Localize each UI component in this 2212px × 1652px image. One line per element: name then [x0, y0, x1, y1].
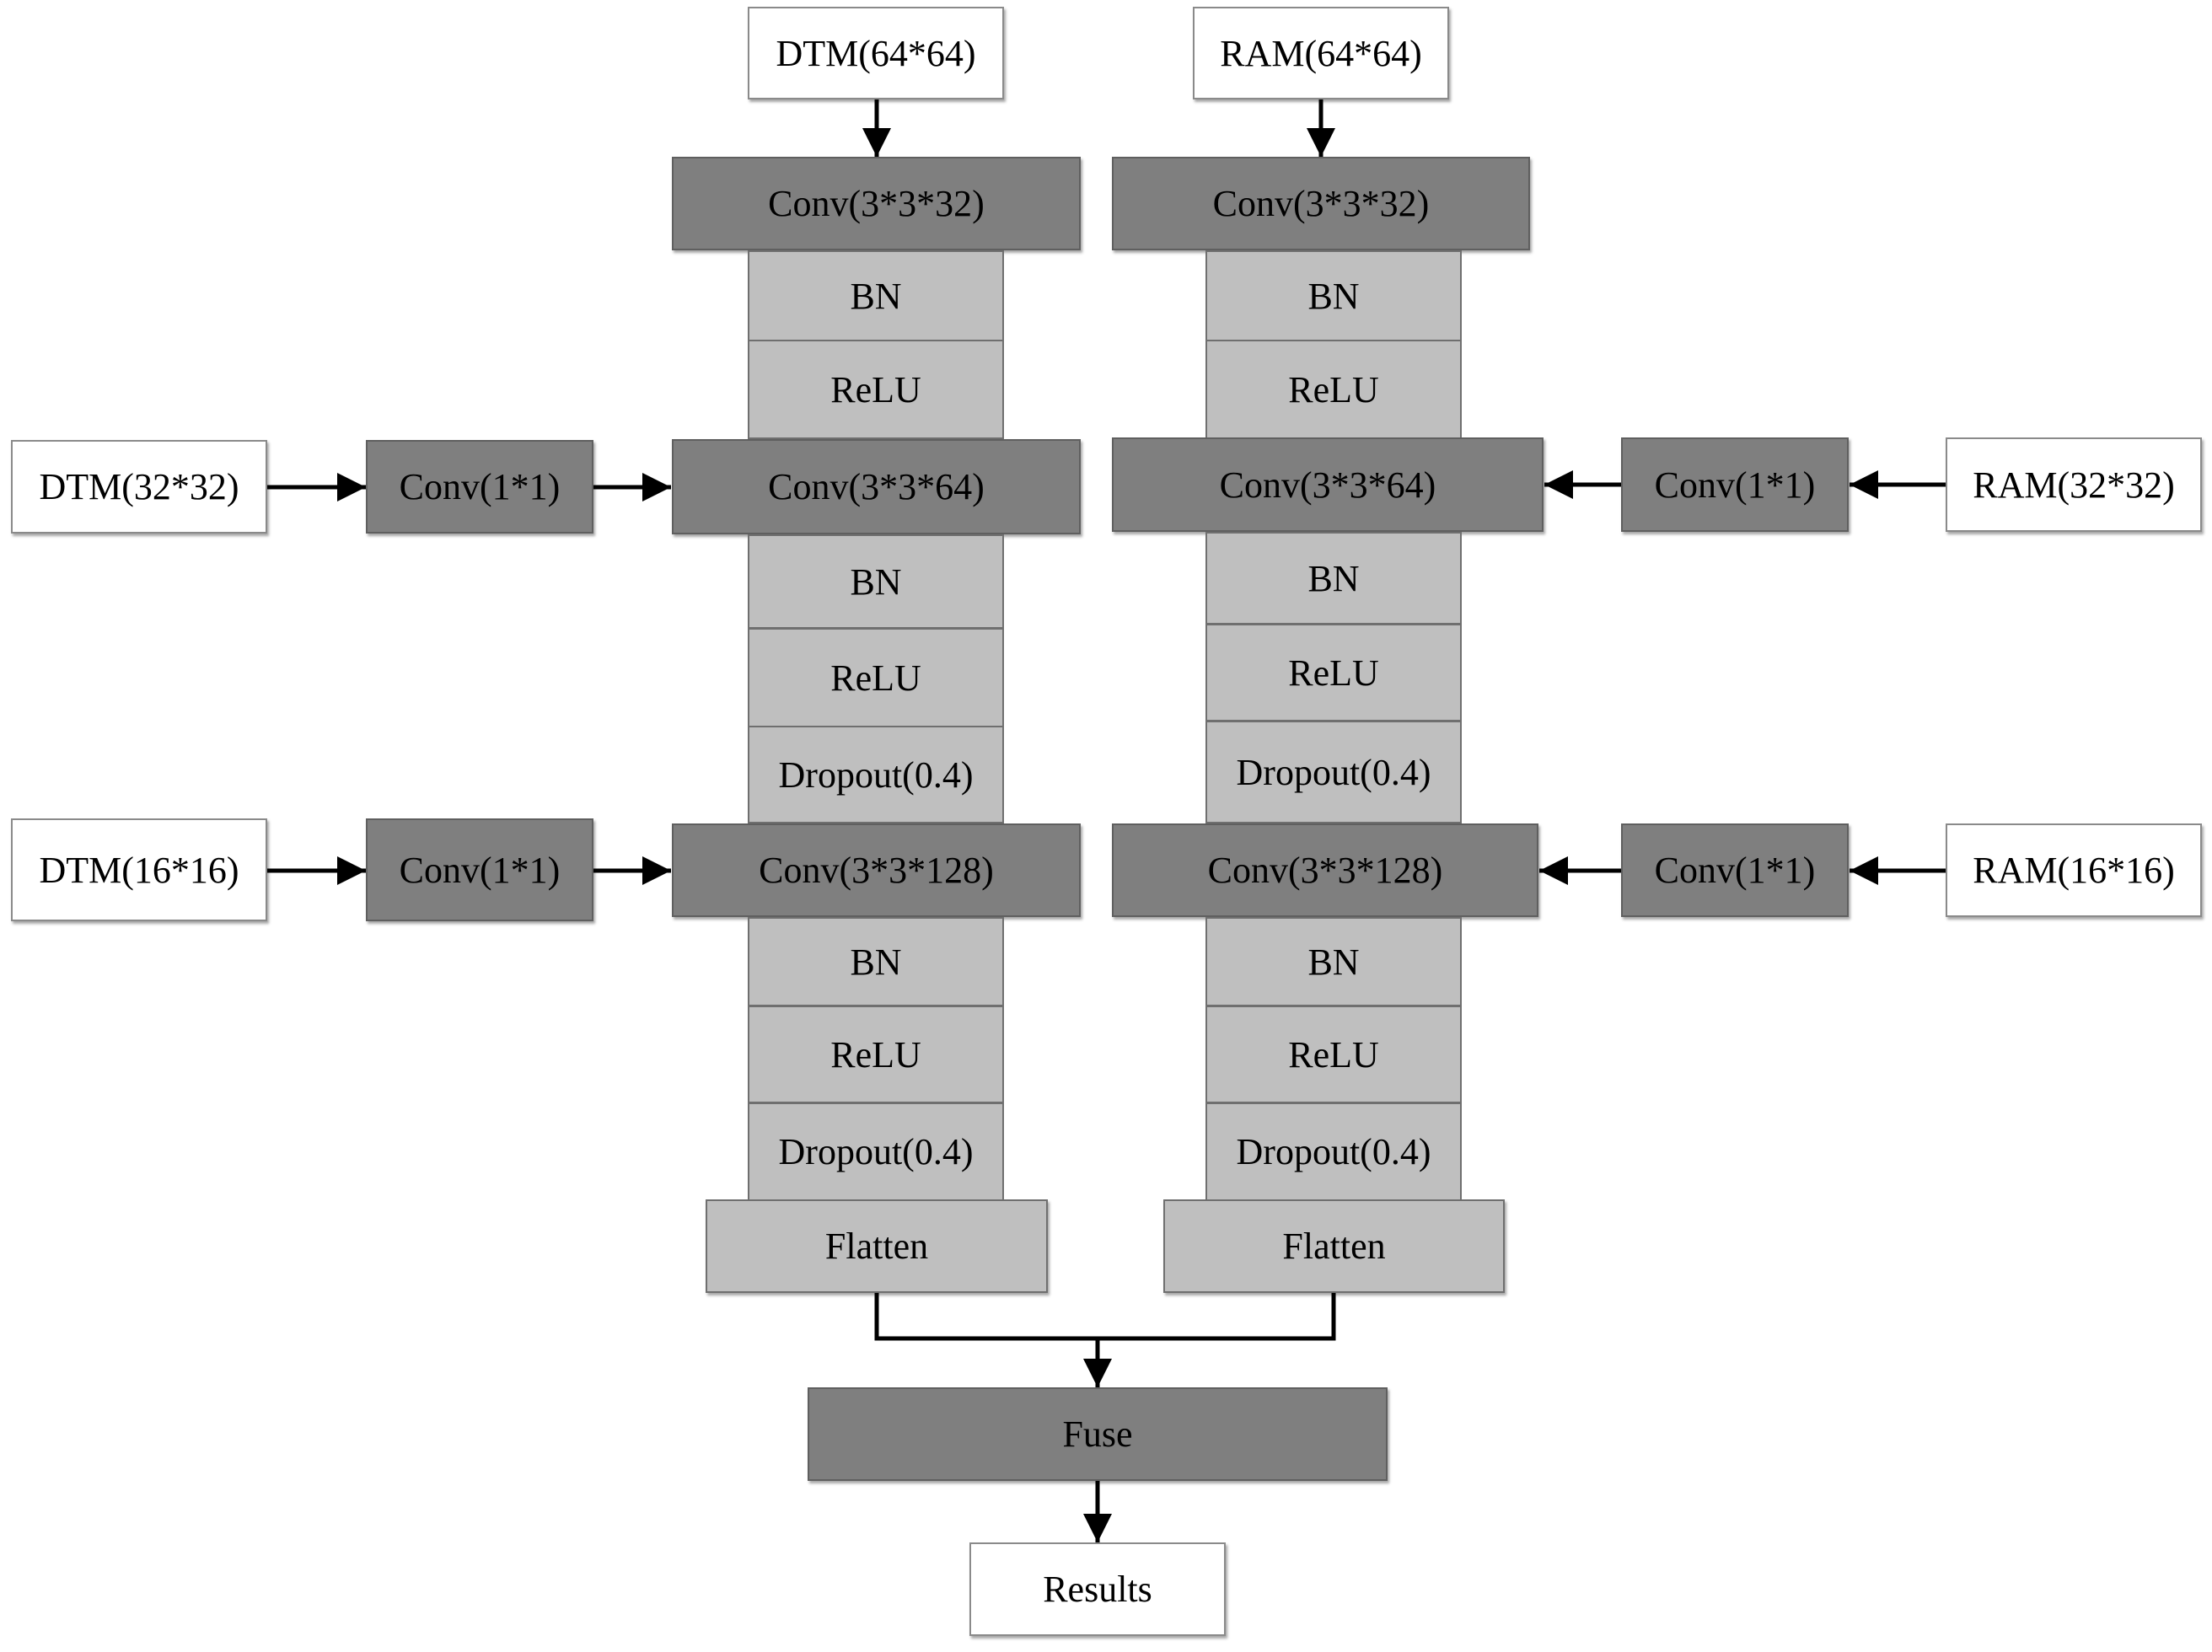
right-dropout2-block: Dropout(0.4)	[1205, 721, 1462, 823]
right-bn1-block: BN	[1205, 250, 1462, 341]
left-conv3-block: Conv(3*3*128)	[672, 823, 1081, 917]
left-conv1x1-32-block: Conv(1*1)	[366, 440, 593, 534]
right-bn2-block: BN	[1205, 532, 1462, 625]
left-dropout3-block: Dropout(0.4)	[748, 1102, 1004, 1201]
left-flatten-block: Flatten	[706, 1199, 1048, 1293]
ram-32-input: RAM(32*32)	[1946, 437, 2202, 532]
right-conv2-block: Conv(3*3*64)	[1112, 437, 1544, 532]
left-bn3-block: BN	[748, 917, 1004, 1006]
left-relu3-block: ReLU	[748, 1006, 1004, 1103]
dtm-64-input: DTM(64*64)	[748, 7, 1004, 99]
right-conv1x1-32-block: Conv(1*1)	[1621, 437, 1849, 532]
left-conv1-block: Conv(3*3*32)	[672, 157, 1081, 250]
dtm-32-input: DTM(32*32)	[11, 440, 267, 534]
dtm-16-input: DTM(16*16)	[11, 818, 267, 921]
left-bn2-block: BN	[748, 534, 1004, 629]
ram-64-input: RAM(64*64)	[1193, 7, 1449, 99]
right-conv1x1-16-block: Conv(1*1)	[1621, 823, 1849, 917]
left-conv2-block: Conv(3*3*64)	[672, 439, 1081, 534]
right-conv3-block: Conv(3*3*128)	[1112, 823, 1538, 917]
right-flatten-block: Flatten	[1163, 1199, 1505, 1293]
right-relu2-block: ReLU	[1205, 624, 1462, 721]
right-bn3-block: BN	[1205, 917, 1462, 1006]
right-conv1-block: Conv(3*3*32)	[1112, 157, 1530, 250]
left-relu2-block: ReLU	[748, 628, 1004, 727]
left-relu1-block: ReLU	[748, 340, 1004, 439]
left-bn1-block: BN	[748, 250, 1004, 341]
right-relu1-block: ReLU	[1205, 340, 1462, 439]
right-relu3-block: ReLU	[1205, 1006, 1462, 1103]
right-dropout3-block: Dropout(0.4)	[1205, 1102, 1462, 1201]
fuse-block: Fuse	[808, 1387, 1388, 1481]
left-conv1x1-16-block: Conv(1*1)	[366, 818, 593, 921]
merge-line-flatten	[874, 1293, 1336, 1341]
ram-16-input: RAM(16*16)	[1946, 823, 2202, 917]
left-dropout2-block: Dropout(0.4)	[748, 726, 1004, 823]
results-output: Results	[969, 1542, 1226, 1636]
